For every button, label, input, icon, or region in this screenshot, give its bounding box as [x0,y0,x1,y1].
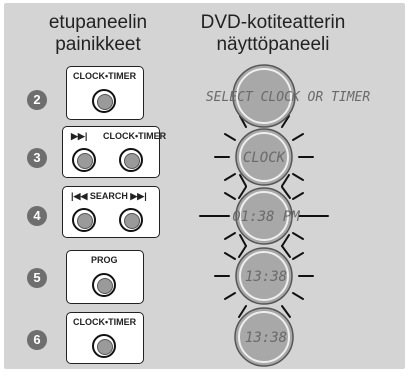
step-badge-5: 5 [27,268,47,288]
clock-timer-label: CLOCK•TIMER [103,131,167,141]
prog-label: PROG [91,255,118,265]
next-button[interactable] [72,148,96,172]
display-disc-step-4 [235,187,293,245]
display-text-step-5: 13:38 [245,269,287,285]
prog-button[interactable] [92,273,116,297]
display-panel-heading-line2: näyttöpaneeli [216,34,330,55]
clock-timer-button[interactable] [119,148,143,172]
display-discs [232,64,296,367]
display-disc-step-2 [232,64,296,128]
step-badge-6: 6 [27,330,47,350]
next-label: ▶▶| [71,131,88,141]
display-panel-heading: DVD-kotiteatterin näyttöpaneeli [178,12,368,56]
clock-timer-label: CLOCK•TIMER [73,317,137,327]
step-badge-2: 2 [27,90,47,110]
display-disc-step-5 [235,247,293,305]
search-next-button[interactable] [119,208,143,232]
prog-button-panel: PROG [66,250,144,304]
display-text-step-3: CLOCK [243,150,287,166]
search-button-panel: |◀◀ SEARCH ▶▶| [62,186,160,238]
search-label: |◀◀ SEARCH ▶▶| [71,191,147,201]
display-disc-step-3 [235,128,293,186]
clock-timer-button-panel: CLOCK•TIMER [66,66,144,120]
display-panel-heading-line1: DVD-kotiteatterin [200,12,346,33]
clock-timer-button[interactable] [92,334,116,358]
display-disc-step-6 [234,307,294,367]
clock-timer-button-panel-final: CLOCK•TIMER [66,312,144,364]
display-text-step-4: 01:38 PM [232,209,300,225]
clock-timer-button[interactable] [92,89,116,113]
next-clock-timer-button-panel: ▶▶| CLOCK•TIMER [62,126,166,178]
search-previous-button[interactable] [72,208,96,232]
front-panel-heading-line1: etupaneelin [48,12,148,33]
step-badge-4: 4 [27,206,47,226]
display-text-step-2: SELECT CLOCK OR TIMER [206,90,371,105]
front-panel-heading: etupaneelin painikkeet [38,12,158,56]
step-badge-3: 3 [27,148,47,168]
display-text-step-6: 13:38 [245,330,287,346]
clock-timer-label: CLOCK•TIMER [73,71,137,81]
front-panel-heading-line2: painikkeet [55,34,141,55]
